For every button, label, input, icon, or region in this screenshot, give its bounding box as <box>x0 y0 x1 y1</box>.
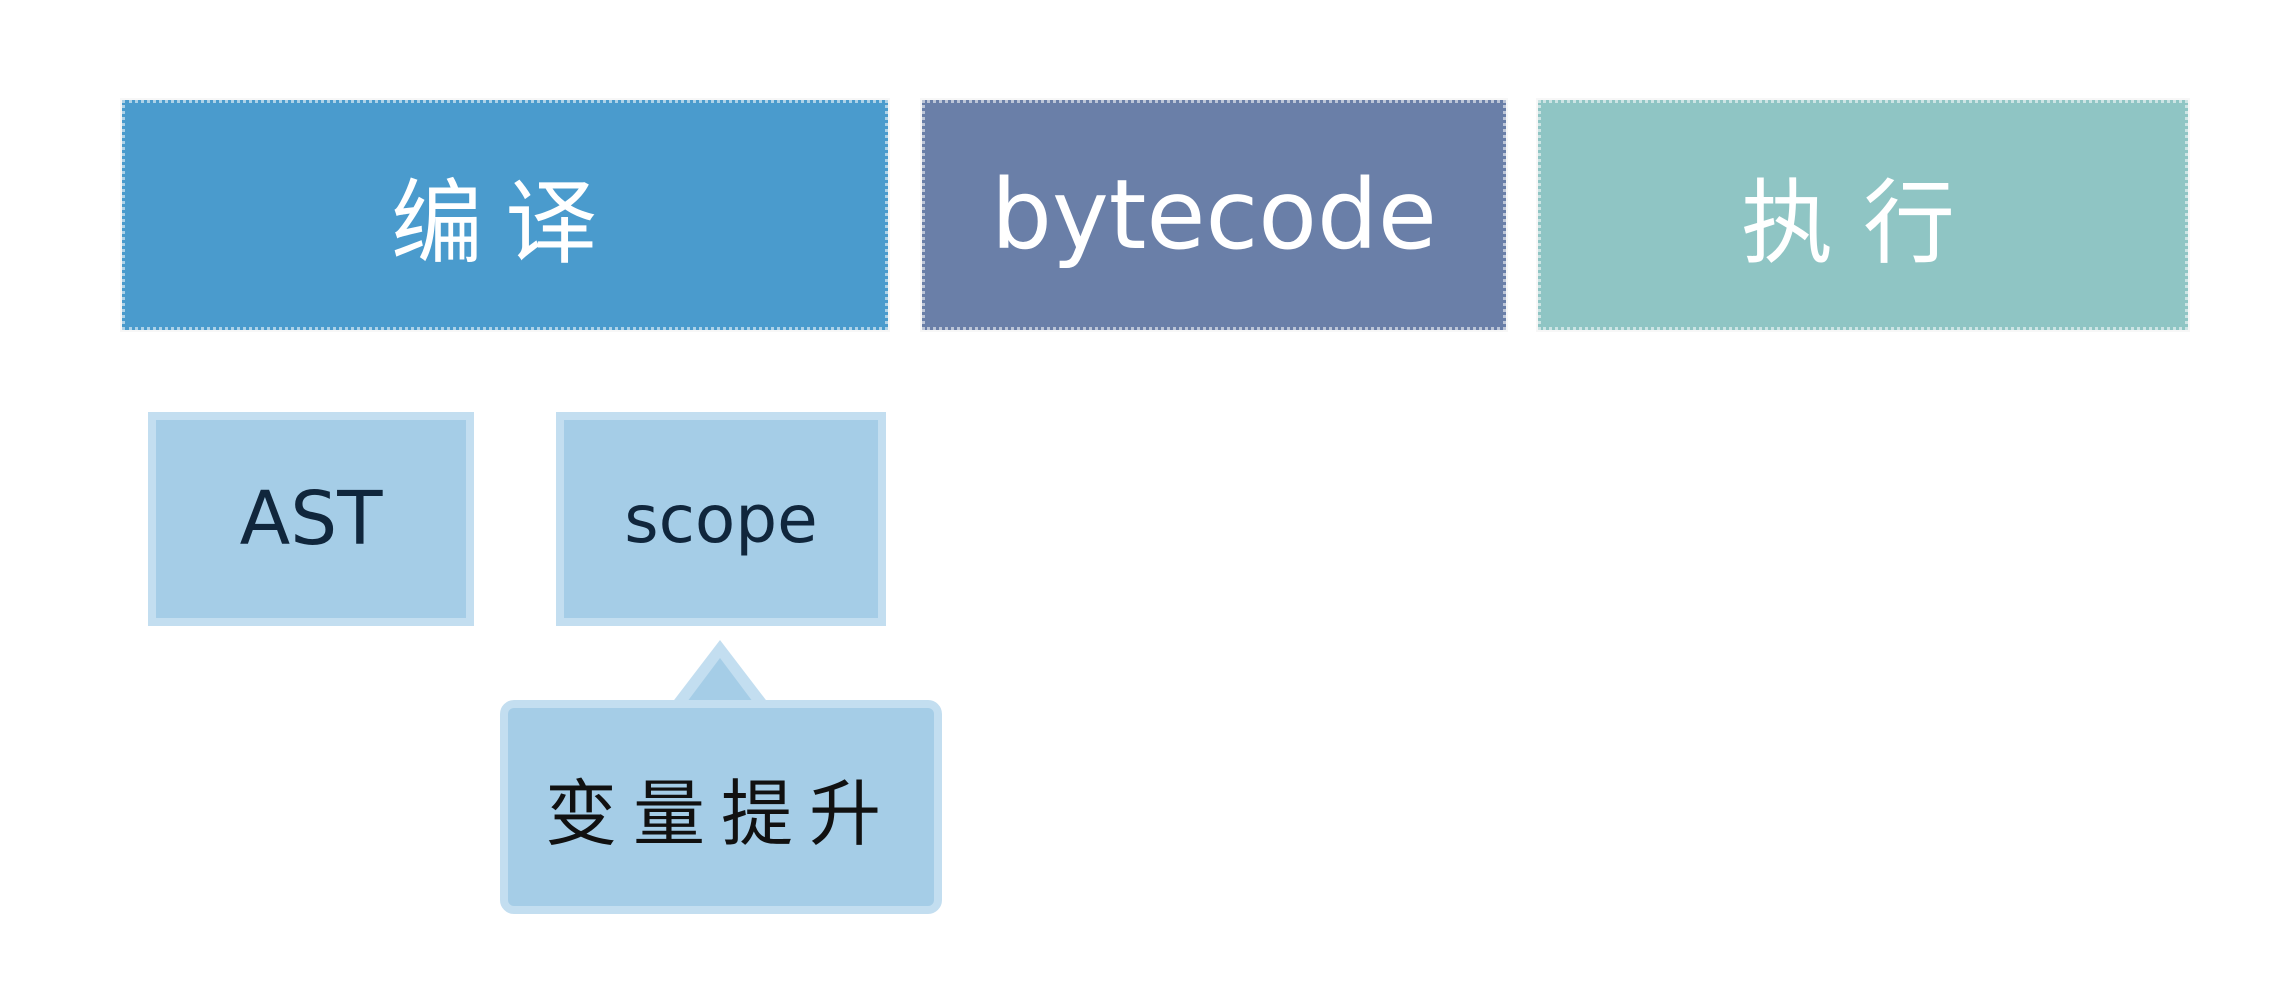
hoisting-callout: 变量提升 <box>500 700 942 914</box>
stage-compile-box: 编译 <box>122 100 888 330</box>
ast-label: AST <box>239 476 383 562</box>
scope-box: scope <box>556 412 886 626</box>
stage-bytecode-label: bytecode <box>991 159 1437 271</box>
hoisting-callout-label: 变量提升 <box>544 771 897 856</box>
stage-execute-label: 执行 <box>1740 169 1985 277</box>
stage-execute-box: 执行 <box>1538 100 2188 330</box>
ast-box: AST <box>148 412 474 626</box>
stage-compile-label: 编译 <box>390 169 619 277</box>
scope-label: scope <box>624 480 818 558</box>
stage-bytecode-box: bytecode <box>922 100 1506 330</box>
